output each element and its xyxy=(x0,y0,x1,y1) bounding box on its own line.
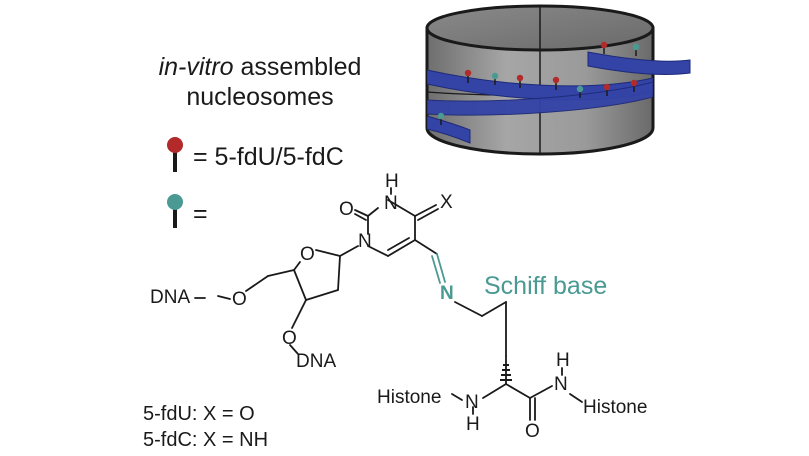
legend-title-line2: nucleosomes xyxy=(186,83,334,111)
atom-o5: O xyxy=(232,289,247,310)
atom-dna-3prime: DNA xyxy=(296,351,337,372)
atom-sugar-ring-oxygen: O xyxy=(300,244,315,265)
red-pin-marker xyxy=(464,69,472,77)
teal-pin-icon xyxy=(167,194,183,210)
legend-teal-pin-label: = xyxy=(193,200,208,228)
stereo-wedge xyxy=(500,364,512,381)
atom-amide-h-left: H xyxy=(466,414,480,435)
legend-red-pin-label: = 5-fdU/5-fdC xyxy=(193,143,344,171)
red-pin-icon xyxy=(167,137,183,153)
caption-fdc: 5-fdC: X = NH xyxy=(143,429,269,451)
atom-amide-h-right: H xyxy=(556,350,570,371)
atom-histone-right: Histone xyxy=(583,397,648,418)
atom-amide-n-left: N xyxy=(465,392,479,413)
atom-amide-oxygen: O xyxy=(525,421,540,442)
structure-bonds xyxy=(194,187,583,421)
red-pin-marker xyxy=(603,83,611,91)
dna-ribbon-exit xyxy=(587,51,691,75)
legend-title: in-vitro assembled nucleosomes xyxy=(145,52,375,112)
atom-n3: N xyxy=(384,193,398,214)
nucleosome-pins xyxy=(437,41,640,125)
atom-imine-nitrogen: N xyxy=(440,283,454,304)
red-pin-marker xyxy=(516,74,524,82)
atom-histone-left: Histone xyxy=(377,387,442,408)
teal-pin-marker xyxy=(437,112,445,120)
legend-title-line1: assembled xyxy=(233,53,362,81)
nucleosome-illustration xyxy=(425,4,691,156)
atom-dna-5prime: DNA xyxy=(150,287,191,308)
atom-c2-oxygen: O xyxy=(339,199,354,220)
atom-o3: O xyxy=(282,328,297,349)
caption-fdu: 5-fdU: X = O xyxy=(143,403,255,425)
atom-x: X xyxy=(440,192,453,213)
dna-ribbon-middle xyxy=(427,81,653,116)
red-pin-marker xyxy=(552,76,560,84)
legend-red-pin xyxy=(167,137,183,172)
teal-pin-marker xyxy=(576,85,584,93)
atom-amide-n-right: N xyxy=(554,374,568,395)
atom-n3-h: H xyxy=(385,171,399,192)
teal-pin-marker xyxy=(491,72,499,80)
red-pin-marker xyxy=(630,79,638,87)
schiff-base-label: Schiff base xyxy=(484,272,608,300)
atom-n1: N xyxy=(358,231,372,252)
teal-pin-marker xyxy=(632,43,640,51)
legend-title-italic: in-vitro xyxy=(158,53,234,81)
legend-teal-pin xyxy=(167,194,183,228)
red-pin-marker xyxy=(600,41,608,49)
